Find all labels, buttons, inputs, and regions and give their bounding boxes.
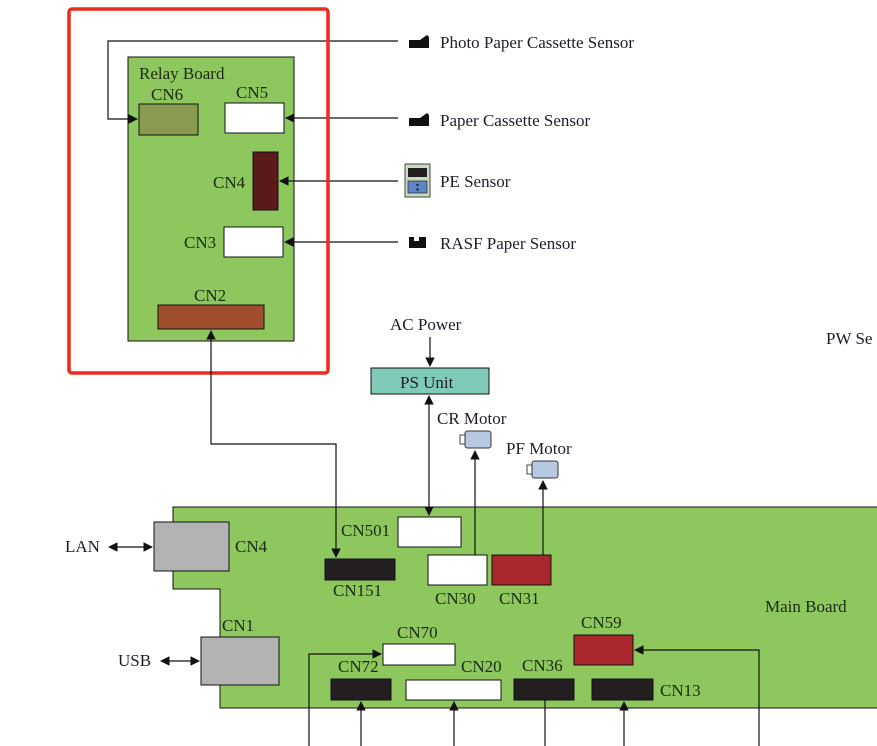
pw-sensor-label: PW Se — [826, 329, 872, 348]
relay-cn3-label: CN3 — [184, 233, 216, 252]
main-cn59-label: CN59 — [581, 613, 622, 632]
main-cn70-connector[interactable] — [382, 643, 456, 666]
sensor-label: Paper Cassette Sensor — [440, 111, 590, 130]
wire-cn151-to-relay-cn2 — [206, 330, 341, 558]
main-cn151-connector[interactable] — [324, 558, 396, 581]
main-cn501-label: CN501 — [341, 521, 390, 540]
lan-label: LAN — [65, 537, 100, 556]
usb-label: USB — [118, 651, 151, 670]
cassette-sensor-icon — [409, 113, 429, 126]
wire-photo-cassette-to-cn6 — [107, 40, 398, 124]
main-cn4-lan-connector[interactable] — [153, 521, 230, 572]
main-cn151-label: CN151 — [333, 581, 382, 600]
highlight-frame — [67, 7, 330, 375]
main-board[interactable] — [172, 506, 877, 709]
relay-cn2-connector[interactable] — [157, 304, 265, 330]
main-cn4-label: CN4 — [235, 537, 268, 556]
relay-cn2-label: CN2 — [194, 286, 226, 305]
main-cn31-label: CN31 — [499, 589, 540, 608]
main-cn70-label: CN70 — [397, 623, 438, 642]
main-cn13-label: CN13 — [660, 681, 701, 700]
sensor-paper-cassette[interactable]: Paper Cassette Sensor — [409, 111, 590, 130]
main-cn59-connector[interactable] — [573, 634, 634, 666]
main-cn36-connector[interactable] — [513, 678, 575, 701]
relay-cn6-connector[interactable] — [138, 103, 199, 136]
main-cn30-label: CN30 — [435, 589, 476, 608]
sensor-label: Photo Paper Cassette Sensor — [440, 33, 634, 52]
relay-board-group: Relay Board CN6 CN5 CN4 CN3 CN2 — [127, 56, 295, 342]
main-cn13-connector[interactable] — [591, 678, 654, 701]
main-cn30-connector[interactable] — [427, 554, 488, 586]
relay-cn6-label: CN6 — [151, 85, 183, 104]
sensor-label: PE Sensor — [440, 172, 511, 191]
sensor-label: RASF Paper Sensor — [440, 234, 576, 253]
board-wires — [206, 330, 760, 746]
pf-motor-icon[interactable] — [526, 460, 559, 479]
ps-unit-label: PS Unit — [400, 373, 454, 392]
sensor-pe[interactable]: PE Sensor — [404, 163, 511, 198]
relay-cn5-connector[interactable] — [224, 102, 285, 134]
ps-unit[interactable]: PS Unit — [370, 367, 490, 395]
main-cn72-connector[interactable] — [330, 678, 392, 701]
wire-cn70-external — [308, 649, 382, 746]
main-cn1-usb-connector[interactable] — [200, 636, 280, 686]
main-cn1-label: CN1 — [222, 616, 254, 635]
cr-motor-icon[interactable] — [459, 430, 492, 449]
main-cn31-connector[interactable] — [491, 554, 552, 586]
sensor-photo-paper-cassette[interactable]: Photo Paper Cassette Sensor — [409, 33, 634, 52]
main-cn20-label: CN20 — [461, 657, 502, 676]
sensor-wires — [107, 40, 398, 247]
main-cn501-connector[interactable] — [397, 516, 462, 548]
cr-motor-label: CR Motor — [437, 409, 507, 428]
cassette-sensor-icon — [409, 35, 429, 48]
pf-motor-label: PF Motor — [506, 439, 572, 458]
main-cn20-connector[interactable] — [405, 679, 502, 701]
relay-board-title: Relay Board — [139, 64, 225, 83]
ac-power-label: AC Power — [390, 315, 462, 334]
rasf-sensor-icon — [409, 237, 426, 248]
sensor-rasf-paper[interactable]: RASF Paper Sensor — [409, 234, 576, 253]
main-cn36-label: CN36 — [522, 656, 563, 675]
pe-sensor-icon — [404, 163, 431, 198]
main-board-title: Main Board — [765, 597, 847, 616]
main-cn72-label: CN72 — [338, 657, 379, 676]
relay-cn4-label: CN4 — [213, 173, 246, 192]
wire-cn59-external — [634, 645, 760, 746]
relay-cn4-connector[interactable] — [252, 151, 279, 211]
relay-cn5-label: CN5 — [236, 83, 268, 102]
relay-cn3-connector[interactable] — [223, 226, 284, 258]
